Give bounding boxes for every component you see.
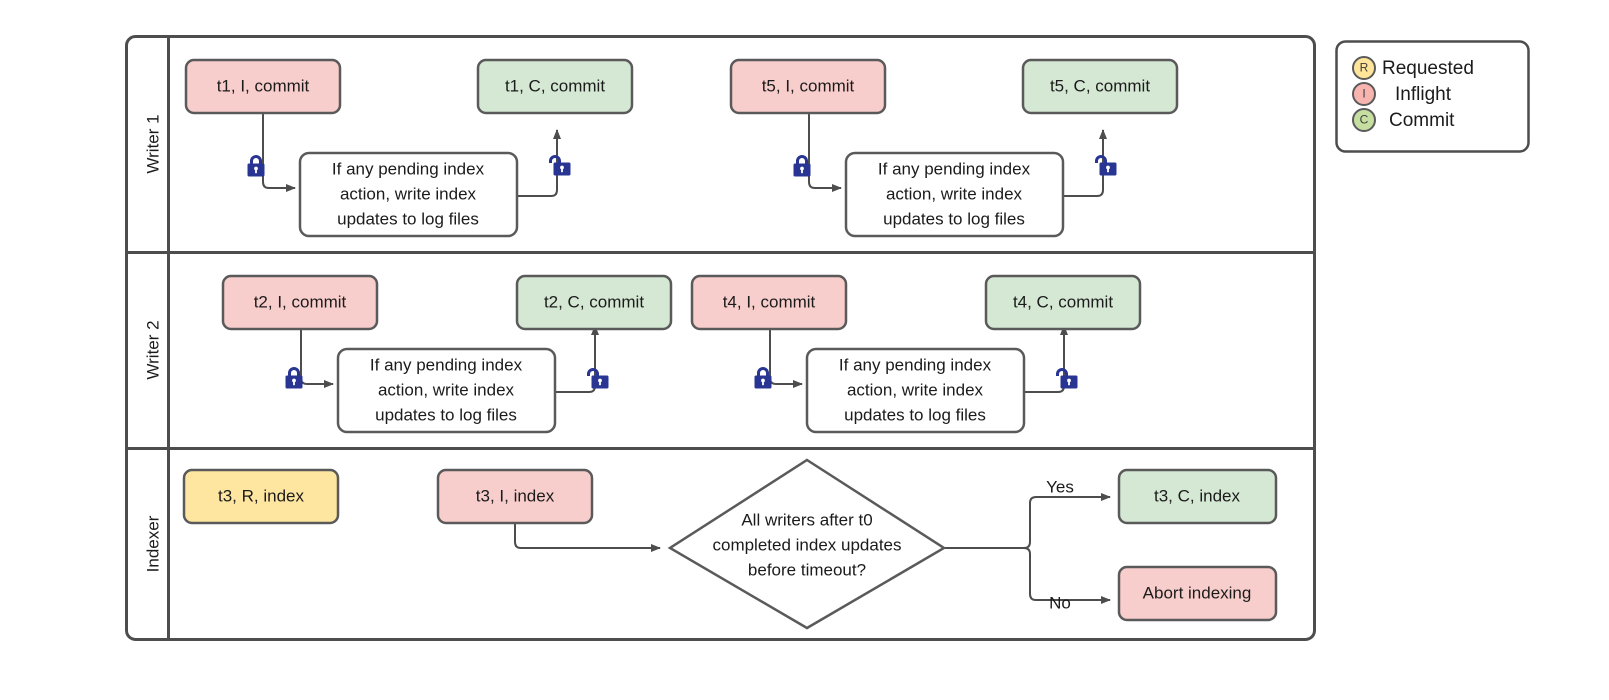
node-label-line3: updates to log files [375,405,517,424]
node-label: t4, I, commit [723,292,816,311]
node-ix-t3-requested[interactable]: t3, R, index [182,468,340,525]
node-box [436,468,594,525]
node-label-line2: action, write index [886,184,1023,203]
node-box [729,58,887,115]
decision-label-line2: completed index updates [712,535,901,554]
node-w1-t1-inflight[interactable]: t1, I, commit [184,58,342,115]
node-label: t4, C, commit [1013,292,1113,311]
node-w2-t4-index-action[interactable]: If any pending index action, write index… [805,347,1026,434]
legend-glyph-commit: C [1360,113,1369,127]
node-label: t2, C, commit [544,292,644,311]
node-ix-t3-inflight[interactable]: t3, I, index [436,468,594,525]
lane-label-indexer: Indexer [143,515,162,572]
node-box [336,347,557,434]
node-w2-t2-commit[interactable]: t2, C, commit [515,274,673,331]
edge-t5-action-to-commit [1064,129,1107,197]
decision-label-line3: before timeout? [748,560,866,579]
node-label: Abort indexing [1143,583,1252,602]
node-label: t3, R, index [218,486,304,505]
node-box [1117,565,1278,622]
node-box [690,274,848,331]
node-box [805,347,1026,434]
node-label: t1, C, commit [505,76,605,95]
node-box [844,151,1065,238]
legend-item-inflight: I Inflight [1352,82,1452,106]
node-label: t3, I, index [476,486,555,505]
node-w1-t1-commit[interactable]: t1, C, commit [476,58,634,115]
decision-diamond [667,458,947,630]
node-w1-t5-index-action[interactable]: If any pending index action, write index… [844,151,1065,238]
decision-label-line1: All writers after t0 [741,510,872,529]
node-w2-t4-commit[interactable]: t4, C, commit [984,274,1142,331]
legend-swatch-inflight [1352,82,1376,106]
node-label-line1: If any pending index [839,355,992,374]
legend: R Requested I Inflight C Commit [1335,40,1530,153]
node-label-line1: If any pending index [878,159,1031,178]
node-box [515,274,673,331]
legend-label-inflight: Inflight [1395,84,1452,105]
node-box [1021,58,1179,115]
legend-label-commit: Commit [1389,110,1455,131]
node-label: t1, I, commit [217,76,310,95]
edge-t3-inflight-to-decision [514,523,661,552]
node-label: t5, I, commit [762,76,855,95]
legend-border [1335,40,1530,153]
node-box [184,58,342,115]
node-box [476,58,634,115]
writer1-t5-connectors [808,113,1107,197]
node-label-line2: action, write index [847,380,984,399]
legend-label-requested: Requested [1382,58,1474,79]
node-ix-t3-commit[interactable]: t3, C, index [1117,468,1278,525]
edge-label-no: No [1049,593,1071,612]
node-label: t3, C, index [1154,486,1240,505]
legend-glyph-requested: R [1360,61,1369,75]
node-label-line1: If any pending index [332,159,485,178]
node-box [298,151,519,238]
node-label-line2: action, write index [340,184,477,203]
writer1-t1-connectors [262,113,561,197]
lane-label-writer-2: Writer 2 [143,320,162,379]
node-w1-t5-inflight[interactable]: t5, I, commit [729,58,887,115]
node-label: t5, C, commit [1050,76,1150,95]
edge-label-yes: Yes [1046,477,1074,496]
edge-t1-action-to-commit [518,129,561,197]
legend-swatch-commit [1352,108,1376,132]
node-label-line3: updates to log files [844,405,986,424]
legend-glyph-inflight: I [1362,87,1365,101]
edge-decision-yes [1023,493,1111,549]
node-w2-t4-inflight[interactable]: t4, I, commit [690,274,848,331]
node-box [182,468,340,525]
node-decision-timeout[interactable]: All writers after t0 completed index upd… [667,458,947,630]
edge-t5-inflight-to-action [808,113,842,192]
indexer-connectors [514,493,1111,604]
node-ix-abort-indexing[interactable]: Abort indexing [1117,565,1278,622]
node-box [984,274,1142,331]
node-label-line3: updates to log files [883,209,1025,228]
node-w1-t5-commit[interactable]: t5, C, commit [1021,58,1179,115]
legend-item-requested: R Requested [1352,56,1474,80]
edge-t1-inflight-to-action [262,113,296,192]
node-label-line1: If any pending index [370,355,523,374]
node-label: t2, I, commit [254,292,347,311]
node-label-line3: updates to log files [337,209,479,228]
node-w2-t2-inflight[interactable]: t2, I, commit [221,274,379,331]
node-label-line2: action, write index [378,380,515,399]
node-box [221,274,379,331]
legend-item-commit: C Commit [1352,108,1455,132]
lane-label-writer-1: Writer 1 [143,114,162,173]
node-box [1117,468,1278,525]
node-w1-t1-index-action[interactable]: If any pending index action, write index… [298,151,519,238]
legend-swatch-requested [1352,56,1376,80]
node-w2-t2-index-action[interactable]: If any pending index action, write index… [336,347,557,434]
edge-decision-no [1023,547,1111,604]
